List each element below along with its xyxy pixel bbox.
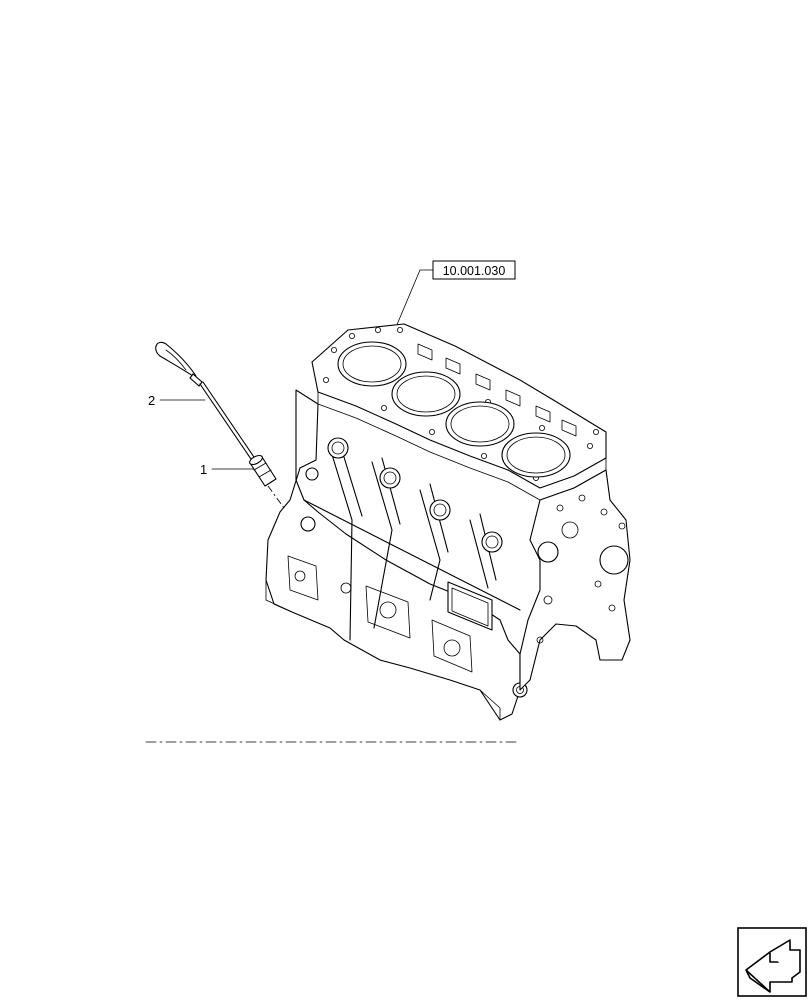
callout-2-number: 2	[148, 393, 155, 408]
reference-label-text: 10.001.030	[443, 264, 506, 278]
reference-leader-line	[395, 269, 434, 328]
dipstick-tube[interactable]	[248, 454, 277, 487]
front-face-holes	[536, 494, 629, 644]
engine-block[interactable]	[145, 323, 631, 743]
callout-1-number: 1	[200, 462, 207, 477]
side-bosses	[300, 437, 528, 698]
reference-label[interactable]: 10.001.030	[432, 260, 516, 280]
next-page-arrow-icon[interactable]	[737, 927, 807, 997]
cylinder-bores	[337, 341, 571, 478]
water-jacket-slots	[417, 343, 577, 437]
side-window	[447, 581, 493, 631]
mounting-pads	[287, 555, 473, 673]
dipstick[interactable]	[155, 341, 259, 466]
